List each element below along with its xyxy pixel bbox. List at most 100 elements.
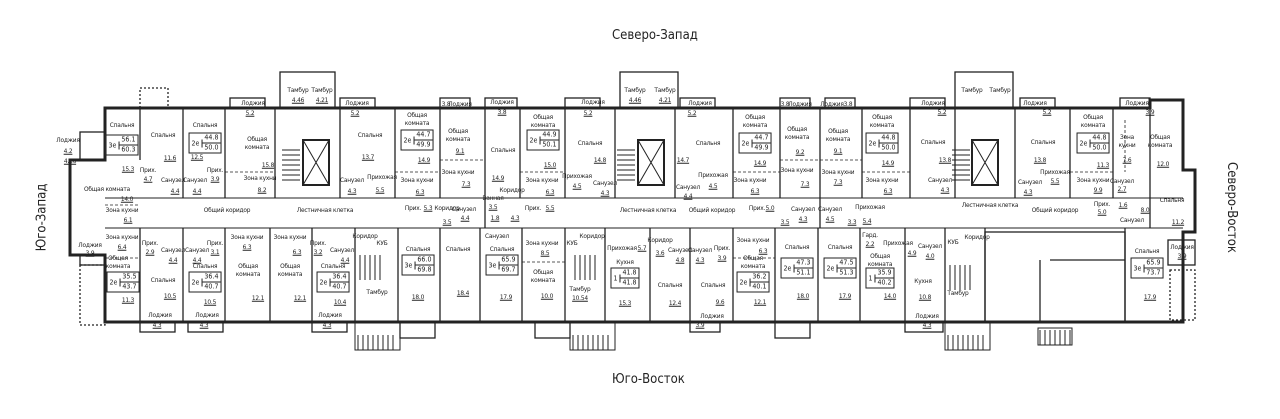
room-name: Общая <box>1150 132 1170 141</box>
room-name: Зона кухни <box>821 167 855 176</box>
room-name: комната <box>530 120 556 129</box>
living-area: 44.7 <box>414 130 433 141</box>
room-area: 14.0 <box>883 291 897 300</box>
room-name: Общая <box>247 134 267 143</box>
room-area: 14.8 <box>593 155 607 164</box>
room-area: 11.3 <box>1096 160 1110 169</box>
living-area: 44.8 <box>1090 133 1109 144</box>
apartment-type: 1 <box>866 274 876 282</box>
room-area: 4.7 <box>143 174 153 183</box>
room-name: Санузел <box>1109 176 1135 185</box>
room-name: Тамбур <box>287 85 309 94</box>
apartment-type: 1 <box>611 274 621 282</box>
room-area: 10.8 <box>918 292 932 301</box>
living-area: 36.4 <box>202 272 221 283</box>
room-name: Санузел <box>339 175 365 184</box>
room-area: 5.2 <box>1042 107 1052 116</box>
living-area: 44.9 <box>540 130 559 141</box>
room-name: Тамбур <box>366 287 388 296</box>
living-area: 35.9 <box>875 268 894 279</box>
room-name: Спальня <box>445 244 471 253</box>
room-area: 4.5 <box>825 214 835 223</box>
room-name: комната <box>277 269 303 278</box>
room-area: 5.2 <box>687 108 697 117</box>
apartment-type: 2е <box>190 139 203 147</box>
total-area: 40.1 <box>752 282 767 291</box>
room-name: Санузел <box>160 245 186 254</box>
room-name: Лестничная клетка <box>296 205 354 214</box>
room-area: 3.9 <box>1177 251 1187 260</box>
room-area: 5.3 <box>423 203 433 212</box>
room-name: Зона кухни <box>736 235 770 244</box>
room-name: Тамбур <box>947 288 969 297</box>
room-name: Прих. <box>524 203 542 212</box>
room-name: Спальня <box>657 280 683 289</box>
room-area: 10.4 <box>333 297 347 306</box>
room-area: 5.4 <box>862 216 872 225</box>
living-area: 36.2 <box>750 272 769 283</box>
room-area: 3.8 <box>441 99 451 108</box>
room-area: 14.9 <box>753 158 767 167</box>
room-name: Прих. <box>748 203 766 212</box>
room-area: 4.3 <box>695 255 705 264</box>
room-area: 8.2 <box>257 185 267 194</box>
apartment-type: 2е <box>782 264 795 272</box>
room-name: Санузел <box>484 231 510 240</box>
total-area: 73.7 <box>1146 268 1161 277</box>
living-area: 44.7 <box>752 133 771 144</box>
room-name: комната <box>742 120 768 129</box>
room-name: Прихожая <box>1040 167 1070 176</box>
total-area: 50.0 <box>204 143 219 152</box>
room-area: 3.5 <box>442 217 452 226</box>
room-area: 9.2 <box>795 147 805 156</box>
room-area: 1.6 <box>1118 200 1128 209</box>
room-area: 3.5 <box>488 202 498 211</box>
room-name: Спальня <box>1030 137 1056 146</box>
room-area: 3.8 <box>780 99 790 108</box>
room-area: 3.5 <box>780 217 790 226</box>
room-name: Общая <box>108 253 128 262</box>
room-area: 4.3 <box>199 320 209 329</box>
apartment-type: 2е <box>1078 139 1091 147</box>
room-name: Лоджия <box>318 310 342 319</box>
room-name: Лоджия <box>1023 98 1047 107</box>
room-name: Спальня <box>827 242 853 251</box>
room-name: Санузел <box>927 175 953 184</box>
room-name: Зона кухни <box>105 205 139 214</box>
room-area: 6.3 <box>758 246 768 255</box>
room-area: 3.9 <box>1145 107 1155 116</box>
room-name: Прихожая <box>562 171 592 180</box>
room-name: Общая <box>1083 112 1103 121</box>
room-area: 5.5 <box>1050 176 1060 185</box>
room-name: комната <box>825 134 851 143</box>
room-name: комната <box>404 118 430 127</box>
total-area: 40.7 <box>204 282 219 291</box>
room-name: Спальня <box>192 120 218 129</box>
room-name: Спальня <box>109 120 135 129</box>
room-area: 5.0 <box>765 203 775 212</box>
total-area: 69.8 <box>417 265 432 274</box>
room-area: 4.4 <box>460 213 470 222</box>
room-name: Зона кухни <box>525 238 559 247</box>
room-name: Лоджия <box>581 97 605 106</box>
room-name: Санузел <box>1017 177 1043 186</box>
room-area: 18.0 <box>796 291 810 300</box>
room-name: Прих. <box>309 238 327 247</box>
apartment-type: 2е <box>825 264 838 272</box>
room-area: 14.9 <box>881 158 895 167</box>
room-name: Общая <box>448 126 468 135</box>
room-area: 3.9 <box>85 248 95 257</box>
room-area: 7.6 <box>1122 155 1132 164</box>
compass-south-east: Юго-Восток <box>612 372 685 387</box>
room-name: Санузел <box>451 204 477 213</box>
room-name: Коридор <box>499 185 525 194</box>
room-name: Лоджия <box>1125 98 1149 107</box>
